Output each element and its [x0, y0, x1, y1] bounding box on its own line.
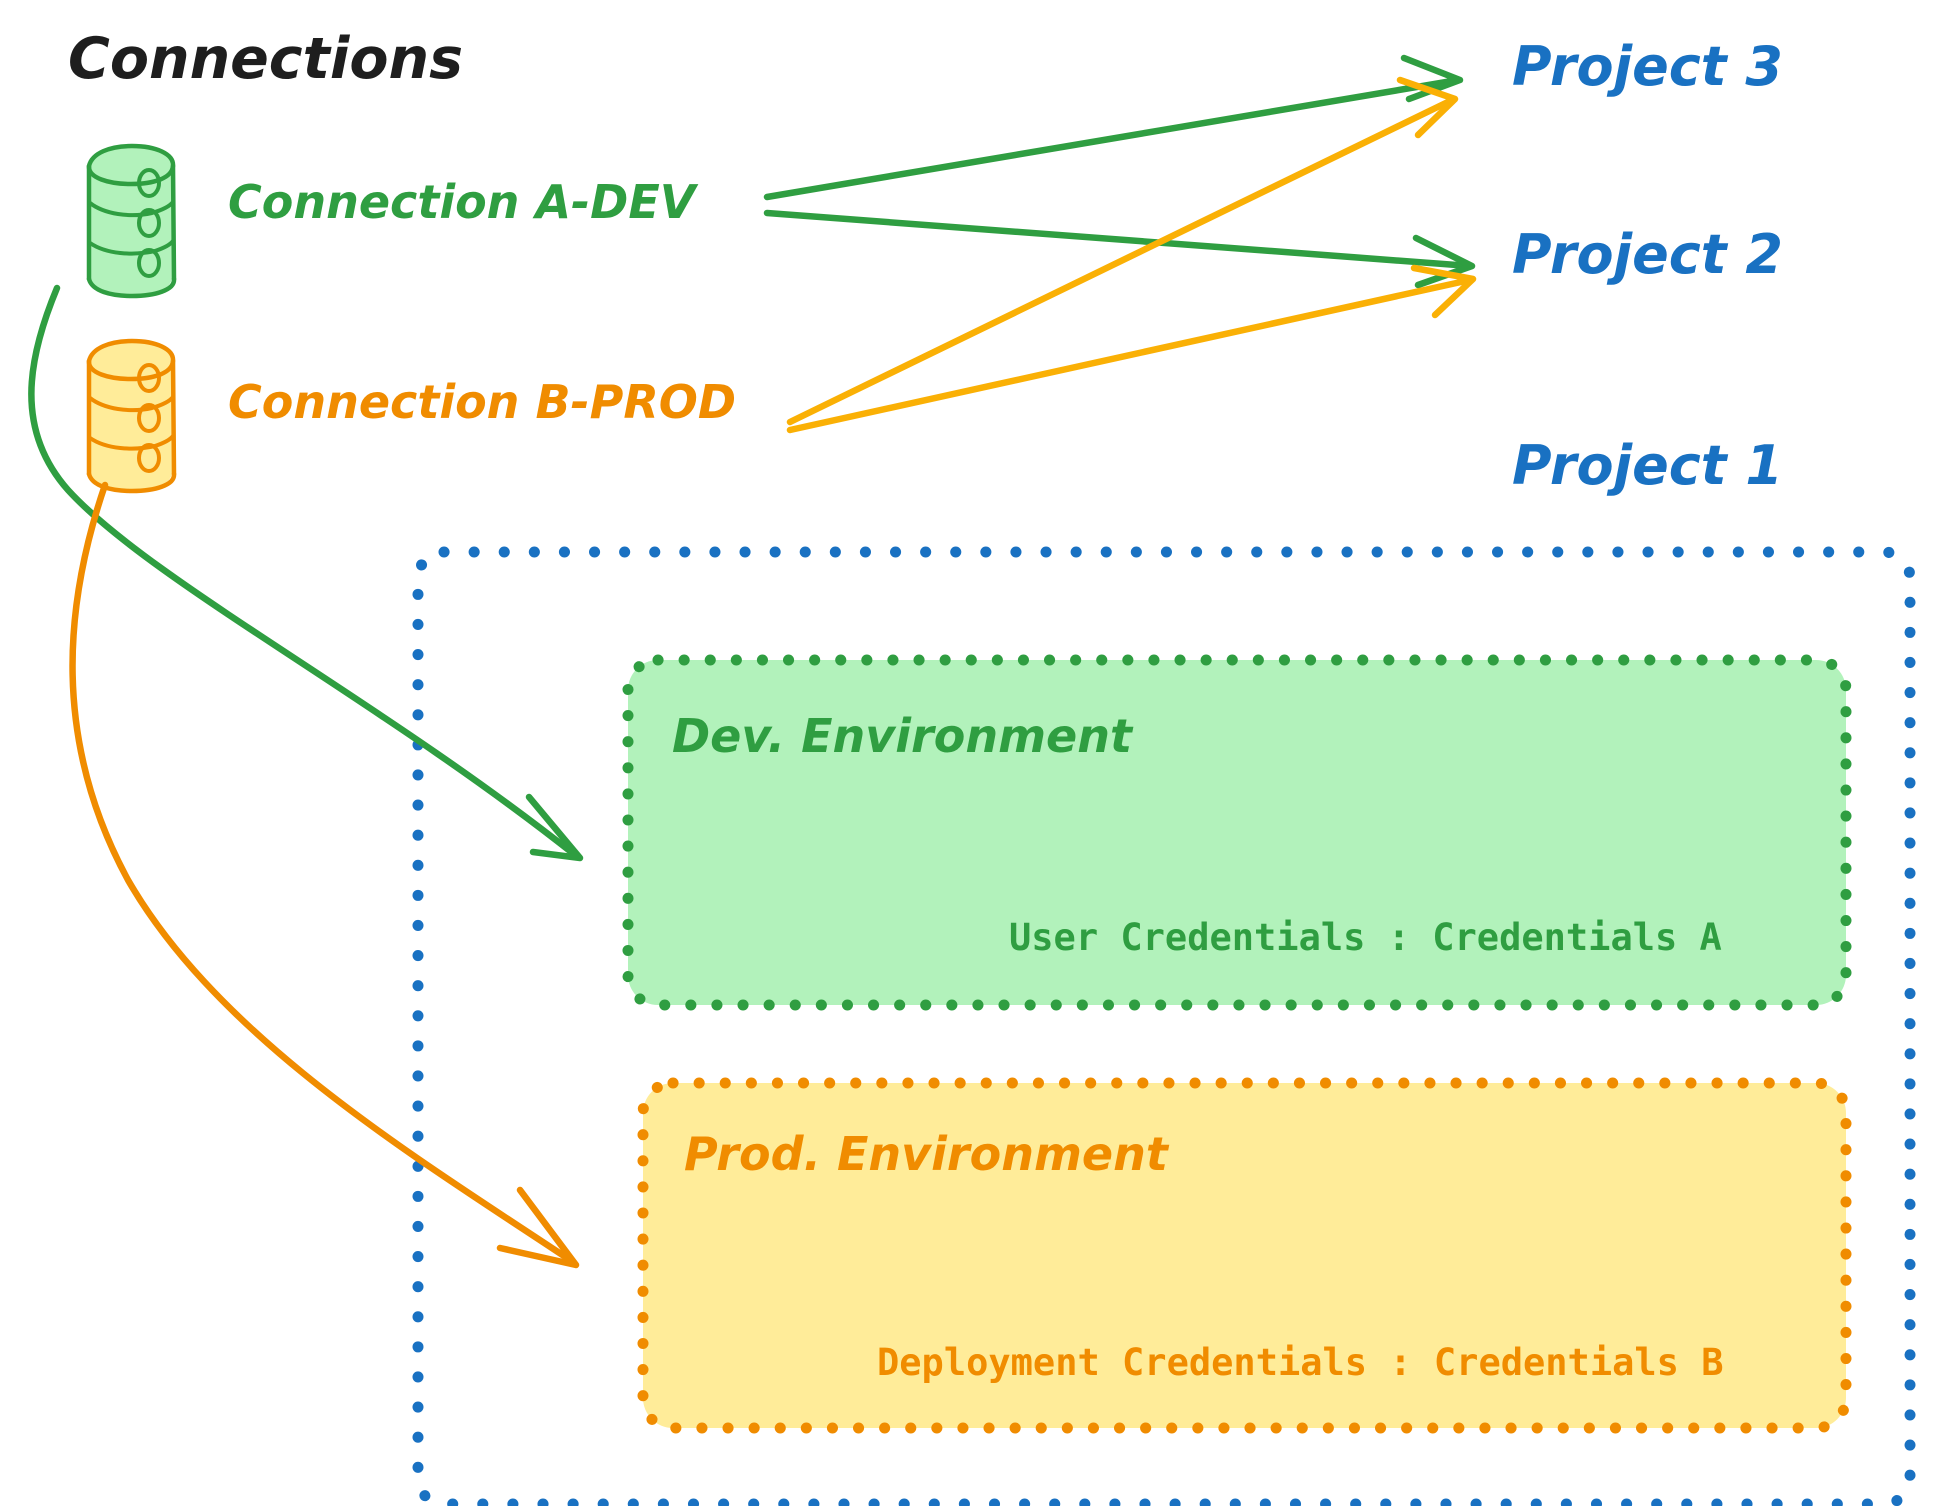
connection-a-dev-label[interactable]: Connection A-DEV [228, 175, 699, 229]
database-cylinder-icon-orange [86, 338, 177, 494]
project-1-label[interactable]: Project 1 [1512, 434, 1783, 497]
project-1-container-border [412, 546, 1916, 1506]
arrow-b-prod-to-project-3 [786, 76, 1459, 426]
arrow-b-prod-to-prod-environment [69, 481, 580, 1269]
dev-environment-title: Dev. Environment [672, 709, 1134, 763]
prod-environment-title: Prod. Environment [684, 1127, 1170, 1181]
dev-environment-box[interactable] [622, 654, 1852, 1011]
page-title: Connections [68, 26, 463, 92]
arrow-b-prod-to-project-2 [786, 264, 1477, 434]
prod-environment-box[interactable] [637, 1077, 1852, 1434]
arrow-a-dev-to-project-2 [763, 209, 1476, 289]
prod-environment-credentials: Deployment Credentials : Credentials B [877, 1341, 1723, 1384]
arrow-a-dev-to-project-3 [763, 54, 1464, 201]
project-3-label[interactable]: Project 3 [1512, 35, 1783, 98]
database-cylinder-icon-green [86, 143, 177, 299]
project-2-label[interactable]: Project 2 [1512, 223, 1783, 286]
arrow-a-dev-to-dev-environment [28, 284, 584, 862]
connection-b-prod-label[interactable]: Connection B-PROD [228, 375, 736, 429]
dev-environment-credentials: User Credentials : Credentials A [1009, 916, 1722, 959]
